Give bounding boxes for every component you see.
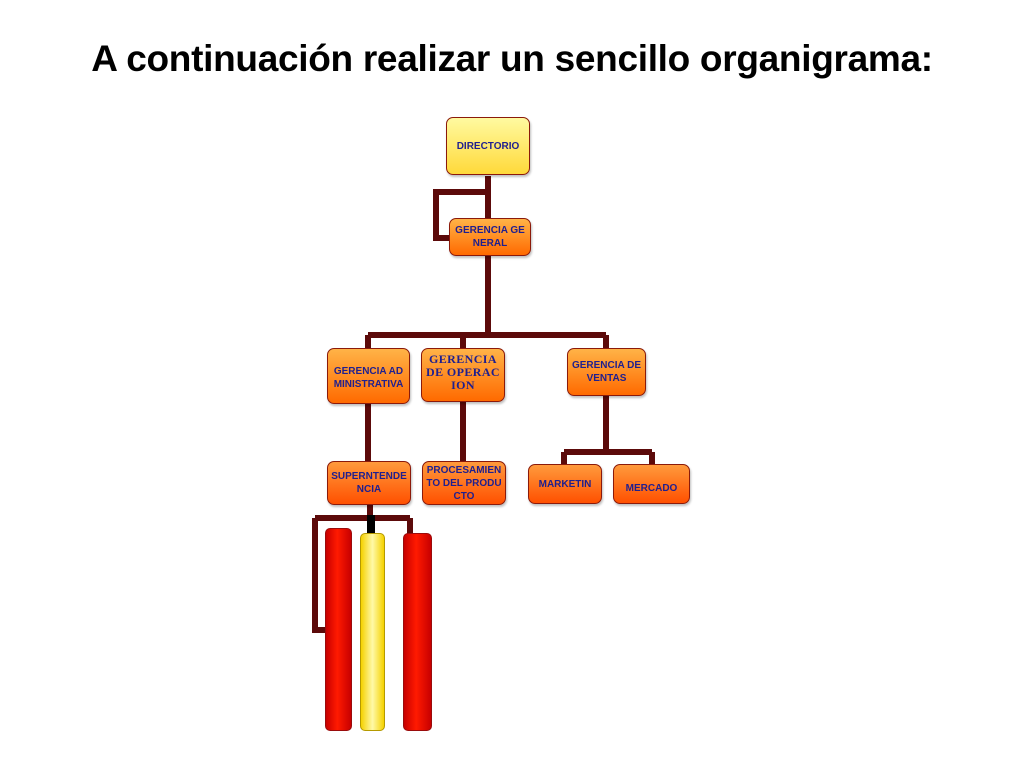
node-gerencia-ventas-label: GERENCIA DE VENTAS xyxy=(571,360,642,384)
node-procesamiento[interactable]: PROCESAMIENTO DEL PRODUCTO xyxy=(422,461,506,505)
node-gerencia-operacion-label: GERENCIA DE OPERACION xyxy=(426,352,500,392)
node-directorio[interactable]: DIRECTORIO xyxy=(446,117,530,175)
node-marketing[interactable]: MARKETIN xyxy=(528,464,602,504)
node-gerencia-general-label: GERENCIA GENERAL xyxy=(455,225,525,249)
node-gerencia-administrativa[interactable]: GERENCIA ADMINISTRATIVA xyxy=(327,348,410,404)
slide-title: A continuación realizar un sencillo orga… xyxy=(91,38,933,79)
node-superintendencia-label: SUPERNTENDENCIA xyxy=(331,471,407,495)
connector-loop-left xyxy=(433,189,488,241)
node-mercado-label: MERCADO xyxy=(625,482,678,494)
node-mercado[interactable]: MERCADO xyxy=(613,464,690,504)
node-gerencia-administrativa-label: GERENCIA ADMINISTRATIVA xyxy=(333,366,404,390)
node-gerencia-general[interactable]: GERENCIA GENERAL xyxy=(449,218,531,256)
node-superintendencia[interactable]: SUPERNTENDENCIA xyxy=(327,461,411,505)
node-marketing-label: MARKETIN xyxy=(538,478,592,490)
connector-knot xyxy=(367,515,375,533)
node-gerencia-operacion[interactable]: GERENCIA DE OPERACION xyxy=(421,348,505,402)
bar-right xyxy=(403,533,432,731)
node-gerencia-ventas[interactable]: GERENCIA DE VENTAS xyxy=(567,348,646,396)
connector-bar-left-loop xyxy=(312,518,327,633)
node-procesamiento-label: PROCESAMIENTO DEL PRODUCTO xyxy=(426,464,502,502)
node-directorio-label: DIRECTORIO xyxy=(456,140,520,152)
bar-center xyxy=(360,533,385,731)
bar-left xyxy=(325,528,352,731)
